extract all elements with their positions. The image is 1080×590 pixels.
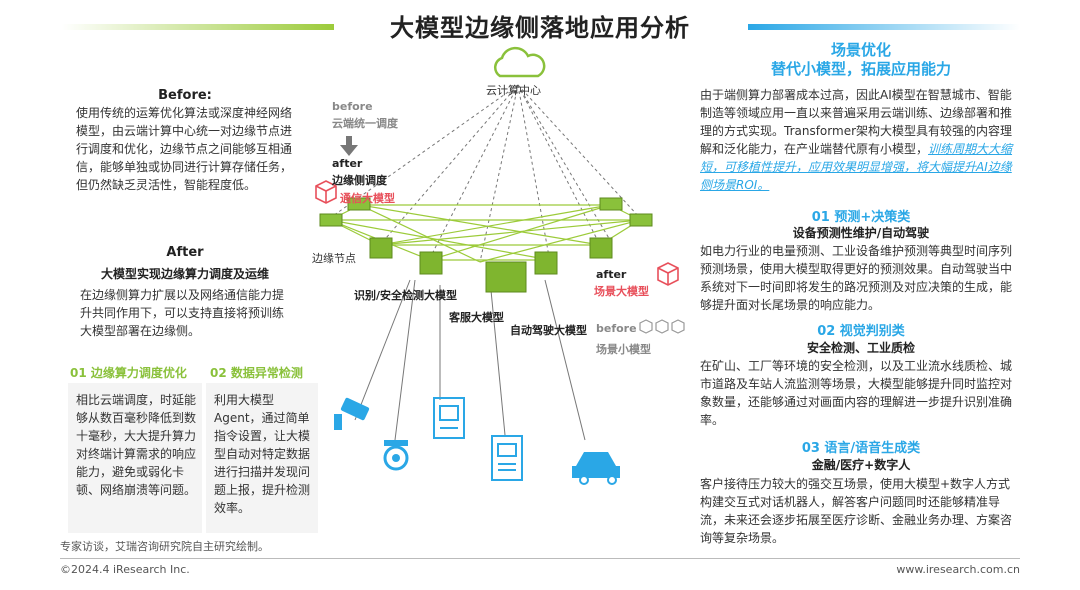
device-links [354,279,586,441]
before-heading: Before: [158,88,212,103]
right-intro: 由于端侧算力部署成本过高，因此AI模型在智慧城市、智能制造等领域应用一直以来普遍… [700,86,1020,194]
box1-title: 01 边缘算力调度优化 [70,366,187,380]
car-icon [572,452,620,485]
server-icon [319,197,653,293]
box1-text: 相比云端调度，时延能够从数百毫秒降低到数十毫秒，大大提升算力对终端计算需求的响应… [76,393,197,497]
after-subheading: 大模型实现边缘算力调度及运维 [100,267,269,281]
after2-label: after [596,268,627,281]
website-link[interactable]: www.iresearch.com.cn [896,563,1020,576]
right-intro-text: 由于端侧算力部署成本过高，因此AI模型在智慧城市、智能制造等领域应用一直以来普遍… [700,88,1013,156]
section1-title: 01 预测+决策类 [811,210,911,225]
section2-text: 在矿山、工厂等环境的安全检测，以及工业流水线质检、城市道路及车站人流监测等场景，… [700,359,1013,427]
right-heading: 场景优化 [830,41,891,59]
detect-model-label: 识别/安全检测大模型 [354,289,458,302]
before-label: before [332,100,373,113]
section2-subtitle: 安全检测、工业质检 [806,341,915,355]
scene-model-label: 场景大模型 [594,285,649,298]
edge-node-label: 边缘节点 [312,252,356,265]
after-label: after [332,157,363,170]
source-note: 专家访谈，艾瑞咨询研究院自主研究绘制。 [60,540,269,553]
comm-model-label: 通信大模型 [340,192,395,205]
before2-label: before [596,322,637,335]
section2-title: 02 视觉判别类 [817,324,905,339]
small-model-label: 场景小模型 [596,343,651,356]
before-text: 使用传统的运筹优化算法或深度神经网络模型，由云端计算中心统一对边缘节点进行调度和… [76,106,293,192]
footer-divider [60,558,1020,559]
section3-text: 客户接待压力较大的强交互场景，使用大模型+数字人方式构建交互式对话机器人，解答客… [700,477,1013,545]
roi-link[interactable]: 训练周期大大缩短，可移植性提升，应用效果明显增强，将大幅提升AI边缘侧场景ROI… [700,142,1013,192]
section1-subtitle: 设备预测性维护/自动驾驶 [792,226,930,240]
cube-icon [315,180,337,204]
arrow-down-icon [340,136,358,156]
cloud-center-label: 云计算中心 [486,84,541,97]
inspection-machine-icon [433,397,465,439]
box2-card: 利用大模型Agent，通过简单指令设置，让大模型自动对特定数据进行扫描并发现问题… [206,383,318,533]
title-decoration-right [748,24,1020,30]
cloud-links [329,84,641,263]
after-sublabel: 边缘侧调度 [332,174,387,187]
atm-icon [491,435,523,481]
edge-diagram [315,46,685,485]
edge-mesh [329,204,641,263]
section1-text: 如电力行业的电量预测、工业设备维护预测等典型时间序列预测场景，使用大模型取得更好… [700,244,1013,312]
cube-icon [657,262,679,286]
right-subheading: 替代小模型，拓展应用能力 [770,60,951,78]
section3-subtitle: 金融/医疗+数字人 [811,458,911,472]
cloud-icon [493,46,546,78]
cs-model-label: 客服大模型 [449,311,504,324]
title-decoration-left [62,24,334,30]
after-heading: After [166,245,204,260]
copyright: ©2024.4 iResearch Inc. [60,563,190,576]
camera-icon [334,397,370,430]
box2-text: 利用大模型Agent，通过简单指令设置，让大模型自动对特定数据进行扫描并发现问题… [214,393,311,515]
after-text: 在边缘侧算力扩展以及网络通信能力提升共同作用下，可以支持直接将预训练大模型部署在… [80,288,285,338]
dome-camera-icon [383,440,409,471]
box2-title: 02 数据异常检测 [210,366,303,380]
auto-model-label: 自动驾驶大模型 [510,324,587,337]
page-title: 大模型边缘侧落地应用分析 [390,14,690,42]
section3-title: 03 语言/语音生成类 [801,441,921,456]
box1-card: 相比云端调度，时延能够从数百毫秒降低到数十毫秒，大大提升算力对终端计算需求的响应… [68,383,202,533]
before-sublabel: 云端统一调度 [332,117,398,130]
cube-icon [639,319,685,334]
